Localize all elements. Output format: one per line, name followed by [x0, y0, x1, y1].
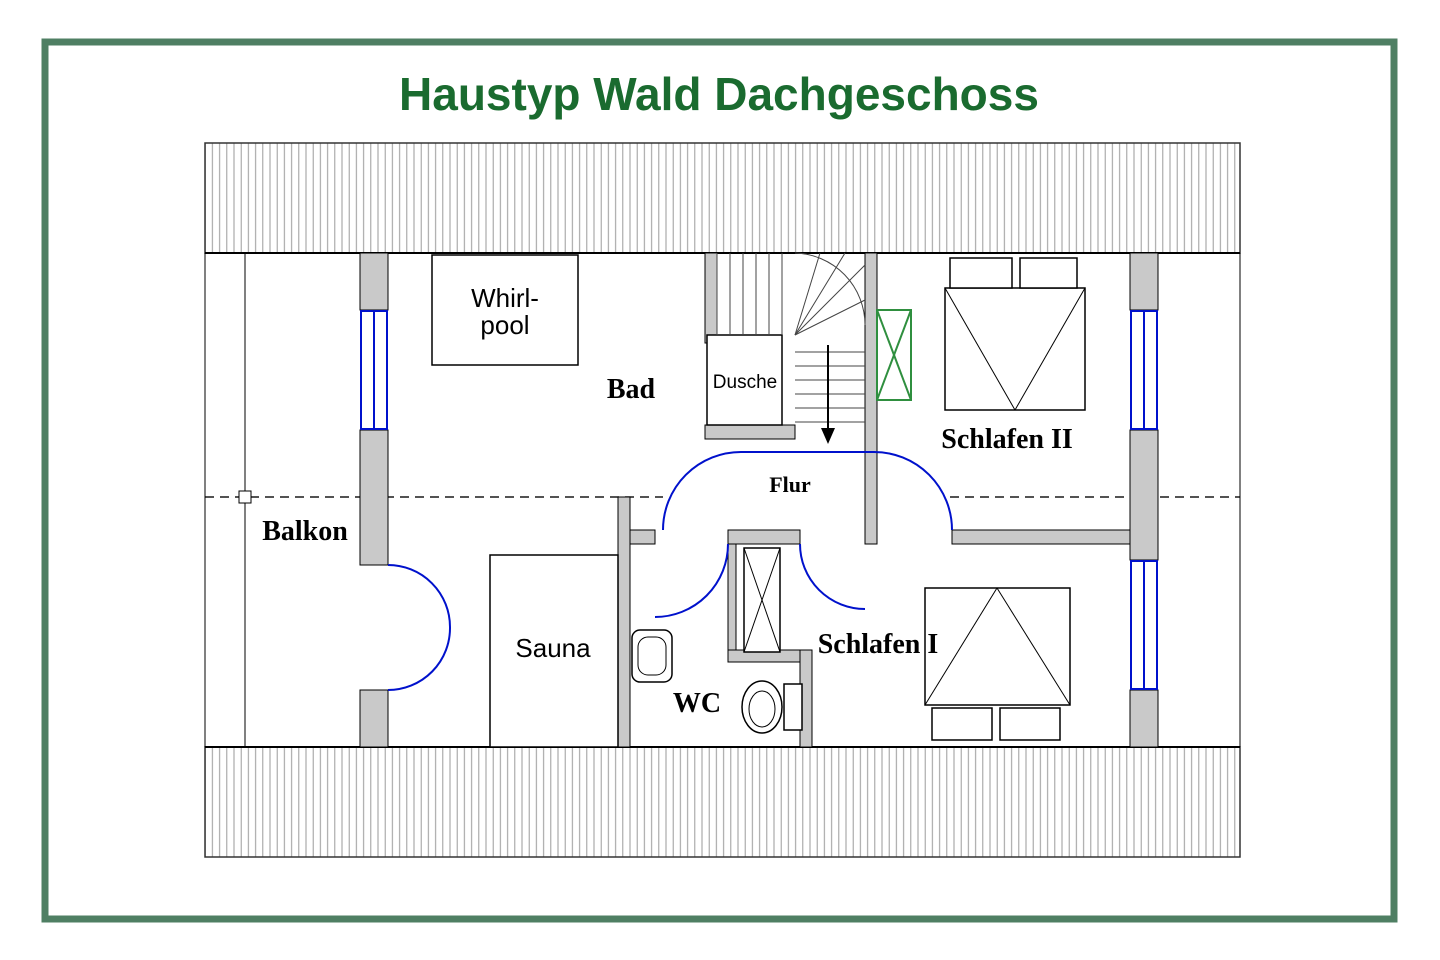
- label-wc: WC: [673, 688, 721, 719]
- page-title: Haustyp Wald Dachgeschoss: [399, 68, 1039, 120]
- stairs-down-arrow: [821, 345, 835, 444]
- label-balkon: Balkon: [262, 516, 348, 547]
- roof-band-top: [204, 142, 1241, 254]
- label-sauna: Sauna: [515, 633, 591, 663]
- toilet: [741, 680, 803, 734]
- window-left: [360, 310, 388, 430]
- window-right-bottom: [1130, 560, 1158, 690]
- walls: [359, 252, 1159, 748]
- shower-tray: [706, 334, 783, 426]
- bed-schlafen2: [944, 257, 1086, 411]
- label-whirlpool-line2: pool: [480, 310, 529, 340]
- chimney-shaft: [876, 309, 912, 401]
- window-right-top: [1130, 310, 1158, 430]
- whirlpool-outline: [431, 254, 579, 366]
- duct-shaft: [743, 547, 781, 653]
- label-flur: Flur: [769, 472, 811, 497]
- sink: [631, 629, 673, 683]
- balcony-door-arcs: [387, 564, 452, 691]
- balcony-rail: [238, 253, 252, 747]
- roof-band-bottom: [204, 746, 1241, 858]
- bed-schlafen1: [924, 587, 1071, 741]
- label-schlafen2: Schlafen II: [941, 424, 1072, 455]
- label-dusche: Dusche: [713, 372, 777, 393]
- sauna-cabin: [489, 554, 619, 748]
- stairs: [716, 252, 866, 423]
- label-whirlpool-line1: Whirl-: [471, 283, 539, 313]
- flur-door-arcs: [654, 451, 953, 618]
- label-schlafen1: Schlafen I: [818, 629, 939, 660]
- label-bad: Bad: [607, 374, 656, 405]
